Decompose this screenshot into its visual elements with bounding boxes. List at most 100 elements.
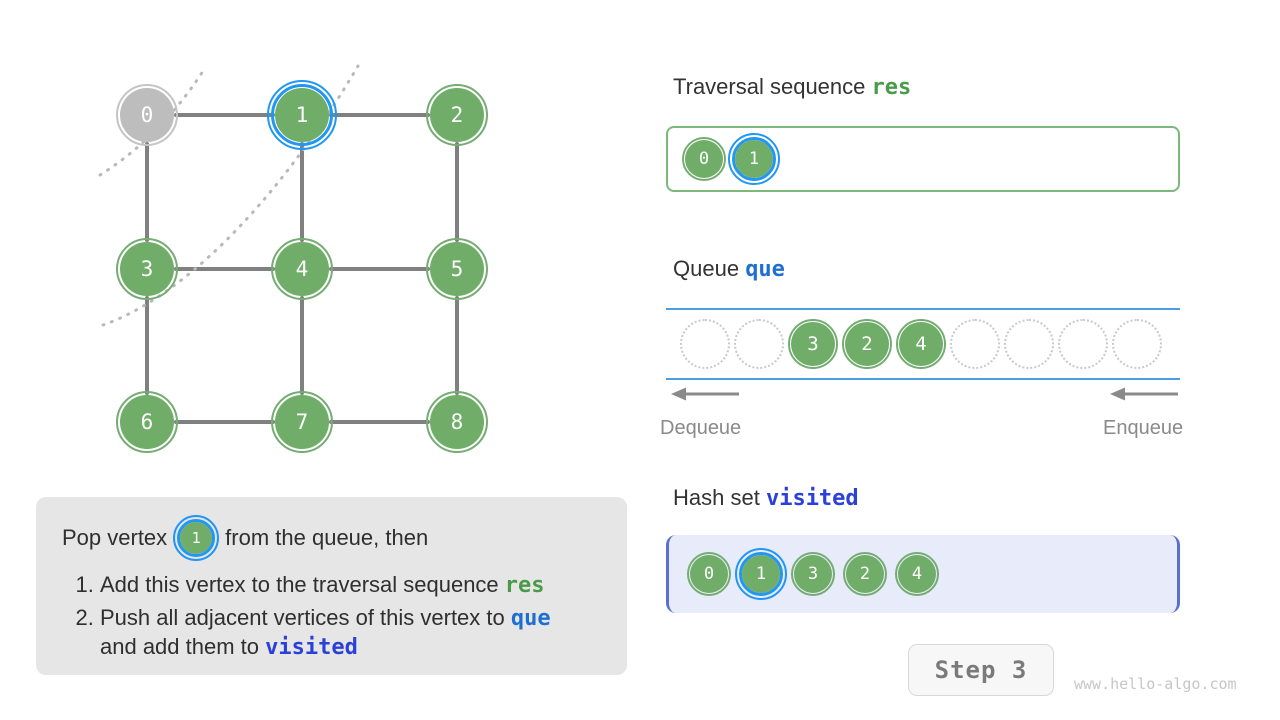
res-title-text: Traversal sequence [673, 74, 866, 99]
slot-ring [1112, 319, 1162, 369]
chip-ring [687, 552, 731, 596]
node-label: 1 [275, 88, 329, 142]
graph-node-7[interactable]: 7 [271, 391, 333, 453]
node-label: 0 [120, 88, 174, 142]
chip-label: 0 [685, 140, 723, 178]
node-ring [116, 391, 178, 453]
slot-ring [680, 319, 730, 369]
queue-title-var: que [745, 257, 785, 282]
graph-node-2[interactable]: 2 [426, 84, 488, 146]
queue-title-text: Queue [673, 256, 740, 281]
dequeue-label: Dequeue [660, 417, 742, 439]
chip-ring [177, 519, 216, 557]
slot-label: 4 [899, 322, 943, 366]
node-label: 7 [275, 395, 329, 449]
graph-node-3[interactable]: 3 [116, 238, 178, 300]
enqueue-arrow-icon [1108, 385, 1180, 405]
explanation-steps: Add this vertex to the traversal sequenc… [62, 571, 601, 662]
node-label: 6 [120, 395, 174, 449]
chip-ring [739, 552, 783, 596]
node-ring [426, 84, 488, 146]
slot-label [683, 322, 727, 366]
step-badge: Step 3 [908, 644, 1054, 696]
visited-title-text: Hash set [673, 485, 760, 510]
graph-node-4[interactable]: 4 [271, 238, 333, 300]
node-ring [271, 391, 333, 453]
res-item-1: 1 [728, 133, 780, 185]
node-ring [426, 391, 488, 453]
step1-text: Add this vertex to the traversal sequenc… [100, 572, 499, 597]
node-label: 4 [275, 242, 329, 296]
slot-label [1061, 322, 1105, 366]
explanation-lead-after: from the queue, then [225, 525, 429, 550]
graph-node-1[interactable]: 1 [267, 80, 337, 150]
chip-label: 1 [180, 522, 213, 554]
queue-slot-filled-2: 2 [842, 319, 892, 369]
graph-node-8[interactable]: 8 [426, 391, 488, 453]
queue-slot-empty-8 [1112, 319, 1162, 369]
slot-label [1115, 322, 1159, 366]
chip-halo [728, 133, 780, 185]
res-item-0: 0 [682, 137, 726, 181]
slot-label [737, 322, 781, 366]
slot-label [953, 322, 997, 366]
chip-ring [732, 137, 776, 181]
visited-item-1: 1 [735, 548, 787, 600]
slot-label: 3 [791, 322, 835, 366]
queue-slot-filled-4: 4 [896, 319, 946, 369]
slot-ring [788, 319, 838, 369]
enqueue-label: Enqueue [1103, 417, 1184, 439]
step2-text-b: and add them to [100, 634, 260, 660]
chip-label: 4 [898, 555, 936, 593]
node-halo [267, 80, 337, 150]
queue-slot-empty-1 [734, 319, 784, 369]
slot-ring [842, 319, 892, 369]
dequeue-arrow-icon [669, 385, 741, 405]
queue-top-boundary [666, 308, 1180, 310]
slot-ring [734, 319, 784, 369]
visited-item-2: 2 [843, 552, 887, 596]
chip-ring [791, 552, 835, 596]
visited-title-var: visited [765, 486, 859, 511]
queue-slot-empty-6 [1004, 319, 1054, 369]
slot-ring [950, 319, 1000, 369]
queue-slot-filled-3: 3 [788, 319, 838, 369]
step2-var-visited: visited [265, 635, 358, 661]
queue-slot-empty-0 [680, 319, 730, 369]
queue-slot-empty-5 [950, 319, 1000, 369]
explanation-card: Pop vertex 1 from the queue, then Add th… [36, 497, 627, 675]
node-label: 2 [430, 88, 484, 142]
node-ring [116, 84, 178, 146]
graph-node-0[interactable]: 0 [116, 84, 178, 146]
slot-label: 2 [845, 322, 889, 366]
chip-ring [682, 137, 726, 181]
node-label: 3 [120, 242, 174, 296]
node-ring [426, 238, 488, 300]
res-section-title: Traversal sequence res [673, 74, 911, 100]
chip-label: 2 [846, 555, 884, 593]
chip-label: 0 [690, 555, 728, 593]
step1-var-res: res [504, 573, 545, 598]
graph-node-6[interactable]: 6 [116, 391, 178, 453]
slot-ring [896, 319, 946, 369]
graph-node-5[interactable]: 5 [426, 238, 488, 300]
step2-text-a: Push all adjacent vertices of this verte… [100, 605, 505, 631]
chip-ring [843, 552, 887, 596]
node-ring [271, 238, 333, 300]
chip-label: 1 [742, 555, 780, 593]
visited-item-4: 4 [895, 552, 939, 596]
res-title-var: res [871, 75, 912, 100]
queue-bottom-boundary [666, 378, 1180, 380]
node-label: 5 [430, 242, 484, 296]
node-ring [271, 84, 333, 146]
graph-panel: 0 1 2 3 4 5 6 7 8 [0, 0, 640, 480]
explanation-step-2: Push all adjacent vertices of this verte… [100, 604, 601, 662]
explanation-lead: Pop vertex 1 from the queue, then [62, 515, 601, 561]
slot-ring [1004, 319, 1054, 369]
chip-halo [735, 548, 787, 600]
